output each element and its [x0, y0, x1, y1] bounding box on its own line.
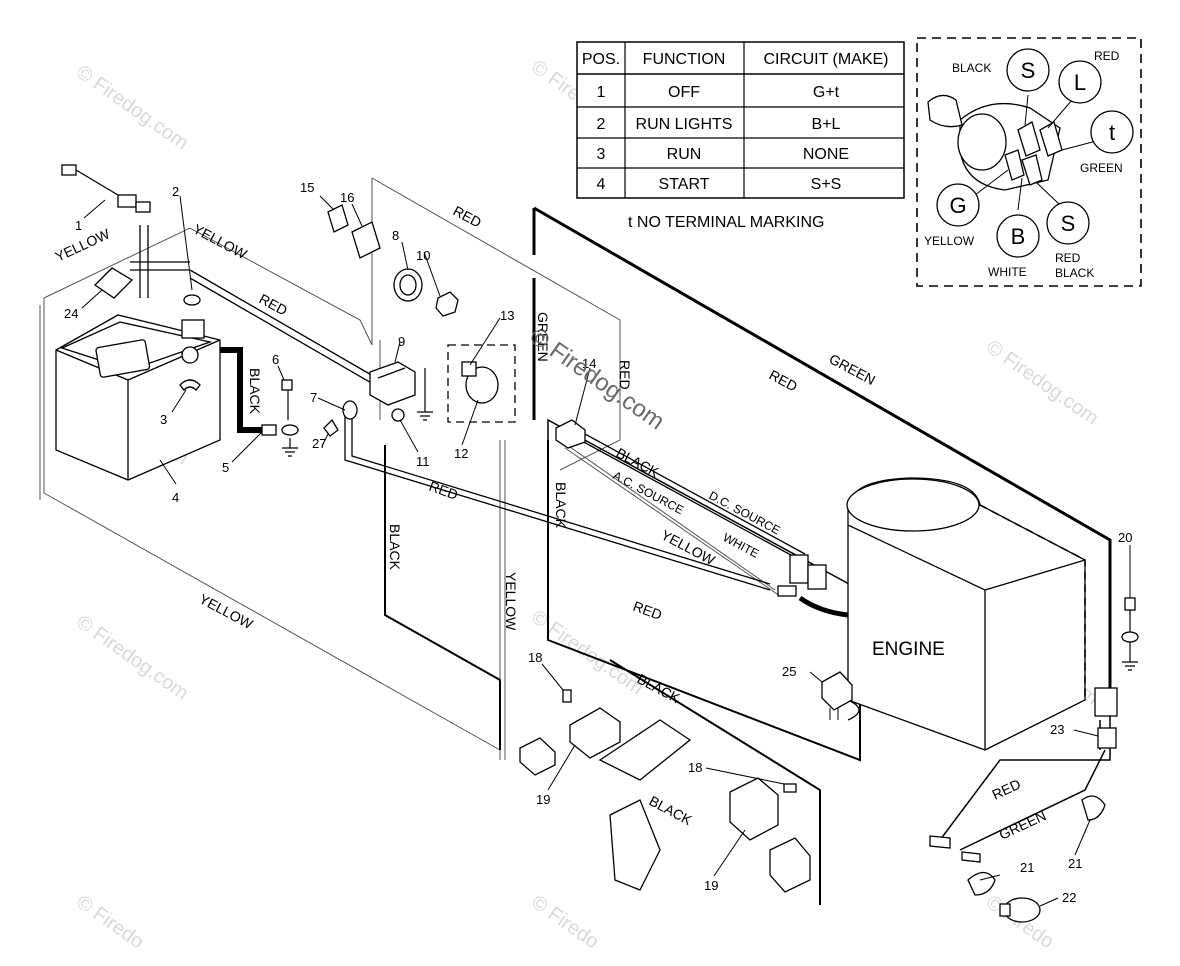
part-number: 5 [222, 460, 229, 475]
part-number: 1 [75, 218, 82, 233]
watermark: © Firedog.com [525, 323, 670, 436]
part-number: 7 [310, 390, 317, 405]
terminal-s: S [1021, 58, 1036, 83]
inset-label-yellow: YELLOW [924, 234, 975, 248]
wire-label-red: RED [990, 776, 1024, 803]
terminal-l: L [1074, 70, 1086, 95]
part-number: 19 [536, 792, 550, 807]
main-wires [130, 206, 1112, 905]
table-cell: NONE [803, 146, 849, 163]
part-number: 22 [1062, 890, 1076, 905]
watermark: © Firedo [72, 891, 148, 953]
table-cell: 4 [597, 176, 606, 193]
part-number: 11 [416, 454, 430, 469]
table-cell: 2 [597, 116, 606, 133]
terminal-s: S [1061, 211, 1076, 236]
inset-label-red: RED [1055, 251, 1081, 265]
wire-label-black: BLACK [553, 482, 569, 529]
table-cell: OFF [668, 84, 700, 101]
wire-label-red: RED [617, 360, 633, 390]
watermark: © Firedog.com [72, 611, 192, 704]
table-header-circuit: CIRCUIT (MAKE) [763, 51, 888, 68]
watermark: © Firedog.com [72, 61, 192, 154]
wire-label-black: BLACK [647, 793, 696, 829]
table-header-pos: POS. [582, 51, 620, 68]
table-cell: S+S [811, 176, 842, 193]
part-number: 19 [704, 878, 718, 893]
wire-label-yellow: YELLOW [503, 572, 519, 631]
wire-label-black: BLACK [387, 524, 403, 571]
table-cell: 3 [597, 146, 606, 163]
wire-label-black: BLACK [635, 671, 684, 707]
part-number: 2 [172, 184, 179, 199]
ignition-switch-inset: S L t G B S BLACK RED GREEN YELLOW WHITE… [916, 37, 1142, 287]
part-number: 14 [582, 356, 596, 371]
wire-label-yellow: YELLOW [53, 225, 113, 264]
part-number: 21 [1020, 860, 1034, 875]
inset-label-red: RED [1094, 49, 1120, 63]
part-number: 15 [300, 180, 314, 195]
part-number: 21 [1068, 856, 1082, 871]
part-number: 16 [340, 190, 354, 205]
table-cell: RUN [667, 146, 702, 163]
part-number: 8 [392, 228, 399, 243]
table-cell: START [659, 176, 710, 193]
part-number: 6 [272, 352, 279, 367]
inset-label-white: WHITE [988, 265, 1027, 279]
leader-lines [81, 195, 1131, 907]
part-number: 3 [160, 412, 167, 427]
part-number: 23 [1050, 722, 1064, 737]
switch-function-table: POS. FUNCTION CIRCUIT (MAKE) 1 OFF G+t 2… [576, 41, 905, 231]
wire-label-black: BLACK [247, 368, 263, 415]
wire-label-yellow: YELLOW [191, 221, 251, 263]
part-number: 13 [500, 308, 514, 323]
terminal-g: G [949, 193, 966, 218]
watermark: © Firedog.com [527, 606, 647, 699]
watermark: © Firedo [527, 891, 603, 953]
part-number: 20 [1118, 530, 1132, 545]
part-number: 24 [64, 306, 78, 321]
table-header-function: FUNCTION [643, 51, 726, 68]
terminal-t: t [1109, 120, 1115, 145]
wire-label-green: GREEN [997, 807, 1049, 843]
part-number: 18 [528, 650, 542, 665]
part-number: 9 [398, 334, 405, 349]
wire-label-red: RED [427, 478, 460, 503]
wire-label-green: GREEN [535, 312, 551, 362]
part-number: 18 [688, 760, 702, 775]
engine-label: ENGINE [872, 639, 945, 660]
wire-label-red: RED [257, 291, 291, 319]
inset-label-green: GREEN [1080, 161, 1123, 175]
inset-label-black: BLACK [1055, 266, 1094, 280]
terminal-b: B [1011, 224, 1026, 249]
battery [55, 314, 221, 481]
inset-label-black: BLACK [952, 61, 991, 75]
table-cell: 1 [597, 84, 606, 101]
part-number: 27 [312, 436, 326, 451]
wire-label-red: RED [767, 367, 801, 395]
table-note: t NO TERMINAL MARKING [628, 214, 824, 231]
table-cell: G+t [813, 84, 840, 101]
part-number: 10 [416, 248, 430, 263]
part-number: 12 [454, 446, 468, 461]
wire-label-yellow: YELLOW [197, 591, 257, 633]
watermark: © Firedog.com [982, 336, 1102, 429]
table-cell: RUN LIGHTS [636, 116, 733, 133]
part-numbers: 1 2 3 4 5 6 7 8 9 10 11 12 13 14 15 16 1… [64, 180, 1132, 905]
wire-label-red: RED [631, 598, 664, 623]
engine: ENGINE [846, 477, 1086, 751]
part-number: 4 [172, 490, 179, 505]
part-number: 25 [782, 664, 796, 679]
table-cell: B+L [812, 116, 841, 133]
thin-wires [39, 177, 781, 760]
components [61, 164, 1139, 923]
